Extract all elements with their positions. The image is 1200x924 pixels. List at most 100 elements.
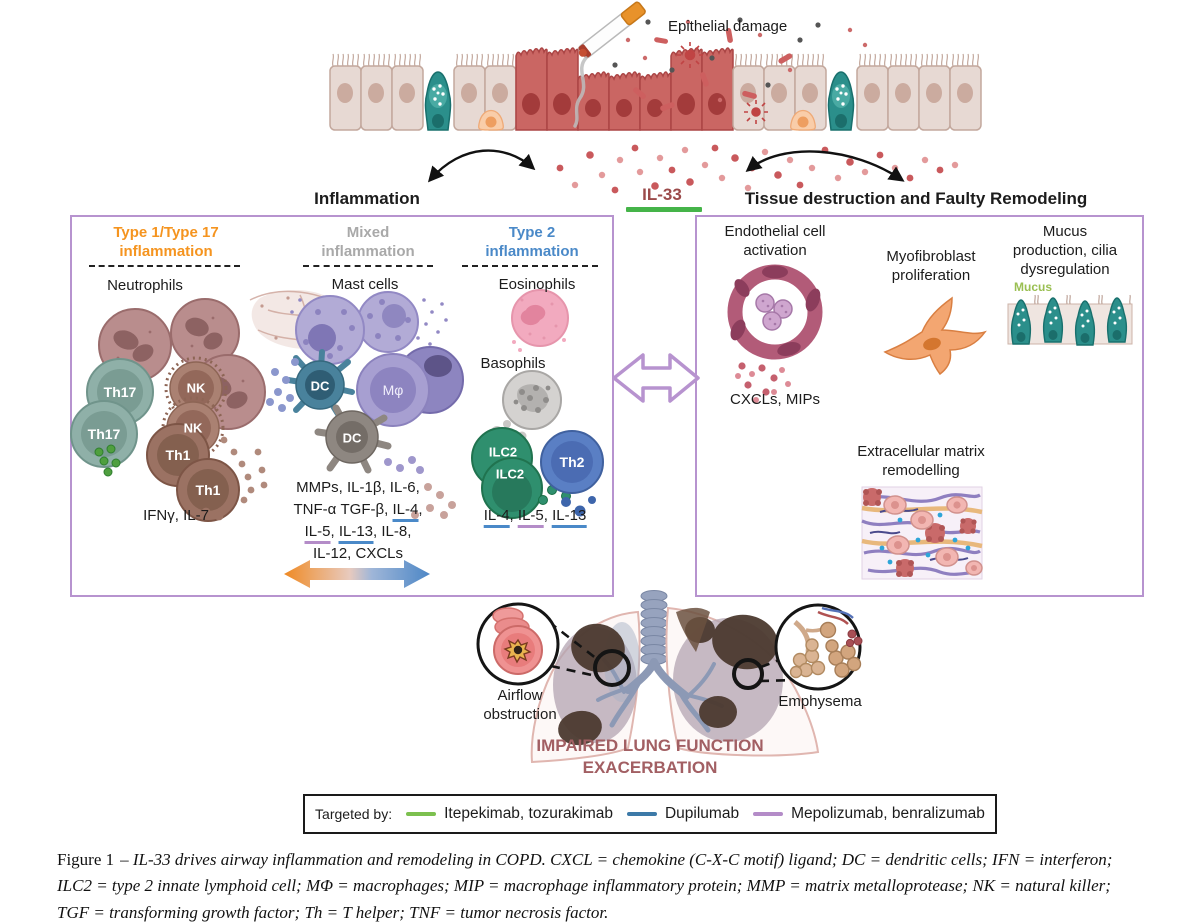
type2-title-line2: inflammation	[485, 243, 579, 260]
smoke-curl	[573, 56, 588, 128]
th17-label: Th17	[103, 384, 137, 400]
eosinophil-illustration	[511, 289, 569, 352]
mixed-l3b: ,	[330, 523, 339, 540]
th2-cell	[540, 430, 604, 517]
impaired-line1: IMPAIRED LUNG FUNCTION	[536, 736, 764, 755]
th2-label: Th2	[559, 454, 585, 470]
type1-divider	[89, 265, 240, 267]
blue-line-icon	[626, 812, 657, 816]
mixed-title-line2: inflammation	[321, 243, 415, 260]
type2-il4: IL-4	[483, 507, 510, 528]
nk-label: NK	[183, 420, 203, 436]
mixed-mediators-line2: TNF-α TGF-β, IL-4,	[293, 499, 423, 522]
legend-item-label: Itepekimab, tozurakimab	[444, 805, 613, 822]
tissue-heading: Tissue destruction and Faulty Remodeling	[744, 189, 1088, 208]
airflow-line2: obstruction	[483, 706, 557, 723]
mixed-l3d: , IL-8,	[373, 523, 412, 540]
mixed-l4: IL-12, CXCLs	[312, 545, 404, 562]
emphysema-inset	[774, 603, 863, 691]
lungs-illustration	[530, 590, 820, 764]
type2-il5: IL-5	[517, 507, 544, 528]
mixed-l2a: TNF-α TGF-β,	[293, 501, 393, 518]
ilc2-cells	[471, 427, 571, 519]
emphysema-label: Emphysema	[778, 693, 862, 710]
microbe-particles	[612, 17, 868, 124]
figure-caption-body: – IL-33 drives airway inflammation and r…	[57, 850, 1113, 922]
ecm-line1: Extracellular matrix	[857, 443, 985, 460]
type1-cytokine-dots	[94, 436, 268, 521]
endothelial-line2: activation	[743, 242, 807, 259]
mixed-title: Mixed inflammation	[321, 223, 414, 261]
endothelial-label: Endothelial cell activation	[725, 222, 826, 260]
mucus-goblet-illustration	[1007, 294, 1133, 346]
nk-label: NK	[186, 380, 206, 396]
legend-item-label: Mepolizumab, benralizumab	[791, 805, 985, 822]
type2-divider	[462, 265, 598, 267]
panel-exchange-arrow	[612, 353, 700, 403]
mucus-line1: Mucus	[1042, 223, 1088, 240]
th1-label: Th1	[165, 447, 191, 463]
type1-title-line1: Type 1/Type 17	[113, 224, 219, 241]
arrow-to-inflammation	[427, 149, 536, 183]
myofibroblast-line2: proliferation	[891, 267, 971, 284]
myofibroblast-line1: Myofibroblast	[886, 248, 976, 265]
mucus-line2: production, cilia	[1012, 242, 1118, 259]
ilc2-label: ILC2	[488, 444, 518, 460]
type2-title-line1: Type 2	[508, 224, 556, 241]
impaired-line2: EXACERBATION	[582, 758, 718, 777]
ecm-illustration	[861, 486, 983, 580]
type2-il13: IL-13	[552, 507, 587, 528]
legend-item-itepekimab: Itepekimab, tozurakimab	[406, 805, 613, 823]
legend-label: Targeted by:	[315, 806, 393, 822]
dc-label: DC	[310, 378, 330, 394]
type1-title: Type 1/Type 17 inflammation	[113, 223, 218, 261]
airflow-line1: Airflow	[497, 687, 543, 704]
mixed-mediators-line3: IL-5, IL-13, IL-8,	[294, 521, 423, 544]
legend-item-dupilumab: Dupilumab	[626, 805, 739, 823]
macrophage-label: Mφ	[382, 382, 404, 398]
myofibroblast-label: Myofibroblast proliferation	[886, 247, 975, 285]
mucus-tag: Mucus	[1014, 280, 1053, 294]
basophils-label: Basophils	[480, 355, 546, 372]
endothelial-vessel-illustration	[727, 264, 823, 403]
type2-title: Type 2 inflammation	[485, 223, 578, 261]
arrow-to-remodeling	[745, 150, 905, 182]
type1-mediators: IFNγ, IL-7	[143, 507, 209, 524]
airflow-obstruction-inset	[476, 602, 560, 686]
il33-dot-cloud	[556, 144, 959, 194]
chemokines-label: CXCLs, MIPs	[729, 391, 821, 408]
eosinophils-label: Eosinophils	[498, 276, 576, 293]
mixed-mediators: MMPs, IL-1β, IL-6, TNF-α TGF-β, IL-4, IL…	[294, 477, 423, 565]
th17-label: Th17	[87, 426, 121, 442]
inflammation-heading: Inflammation	[314, 189, 420, 208]
type2-sep2: ,	[543, 507, 553, 524]
dendritic-cells-illustration	[266, 349, 456, 519]
airflow-obstruction-label: Airflow obstruction	[483, 686, 556, 724]
macrophage-illustration	[356, 346, 464, 474]
dc-label: DC	[342, 430, 362, 446]
ilc2-label: ILC2	[495, 466, 525, 482]
targeted-by-legend: Targeted by: Itepekimab, tozurakimab Dup…	[303, 794, 997, 834]
figure-caption: Figure 1– IL-33 drives airway inflammati…	[57, 847, 1143, 924]
epithelium-illustration	[329, 47, 982, 131]
mucus-line3: dysregulation	[1020, 261, 1110, 278]
mixed-l2b-il4: IL-4	[392, 501, 419, 522]
purple-line-icon	[753, 812, 784, 816]
mixed-title-line1: Mixed	[346, 224, 390, 241]
il33-label: IL-33	[642, 185, 682, 204]
th1-cells	[146, 423, 240, 522]
mixed-mediators-line1: MMPs, IL-1β, IL-6,	[294, 477, 423, 499]
mixed-l1: MMPs, IL-1β, IL-6,	[296, 479, 420, 496]
neutrophils-label: Neutrophils	[107, 277, 183, 294]
type1-title-line2: inflammation	[119, 243, 213, 260]
mixed-l2c: ,	[418, 501, 423, 518]
type2-sep1: ,	[509, 507, 518, 524]
mast-cells-label: Mast cells	[331, 276, 399, 293]
myofibroblast-illustration	[883, 296, 987, 376]
mixed-mediators-line4: IL-12, CXCLs	[294, 543, 423, 565]
epithelial-damage-label: Epithelial damage	[668, 18, 788, 35]
legend-item-mepolizumab: Mepolizumab, benralizumab	[753, 805, 985, 823]
endothelial-line1: Endothelial cell	[724, 223, 826, 240]
